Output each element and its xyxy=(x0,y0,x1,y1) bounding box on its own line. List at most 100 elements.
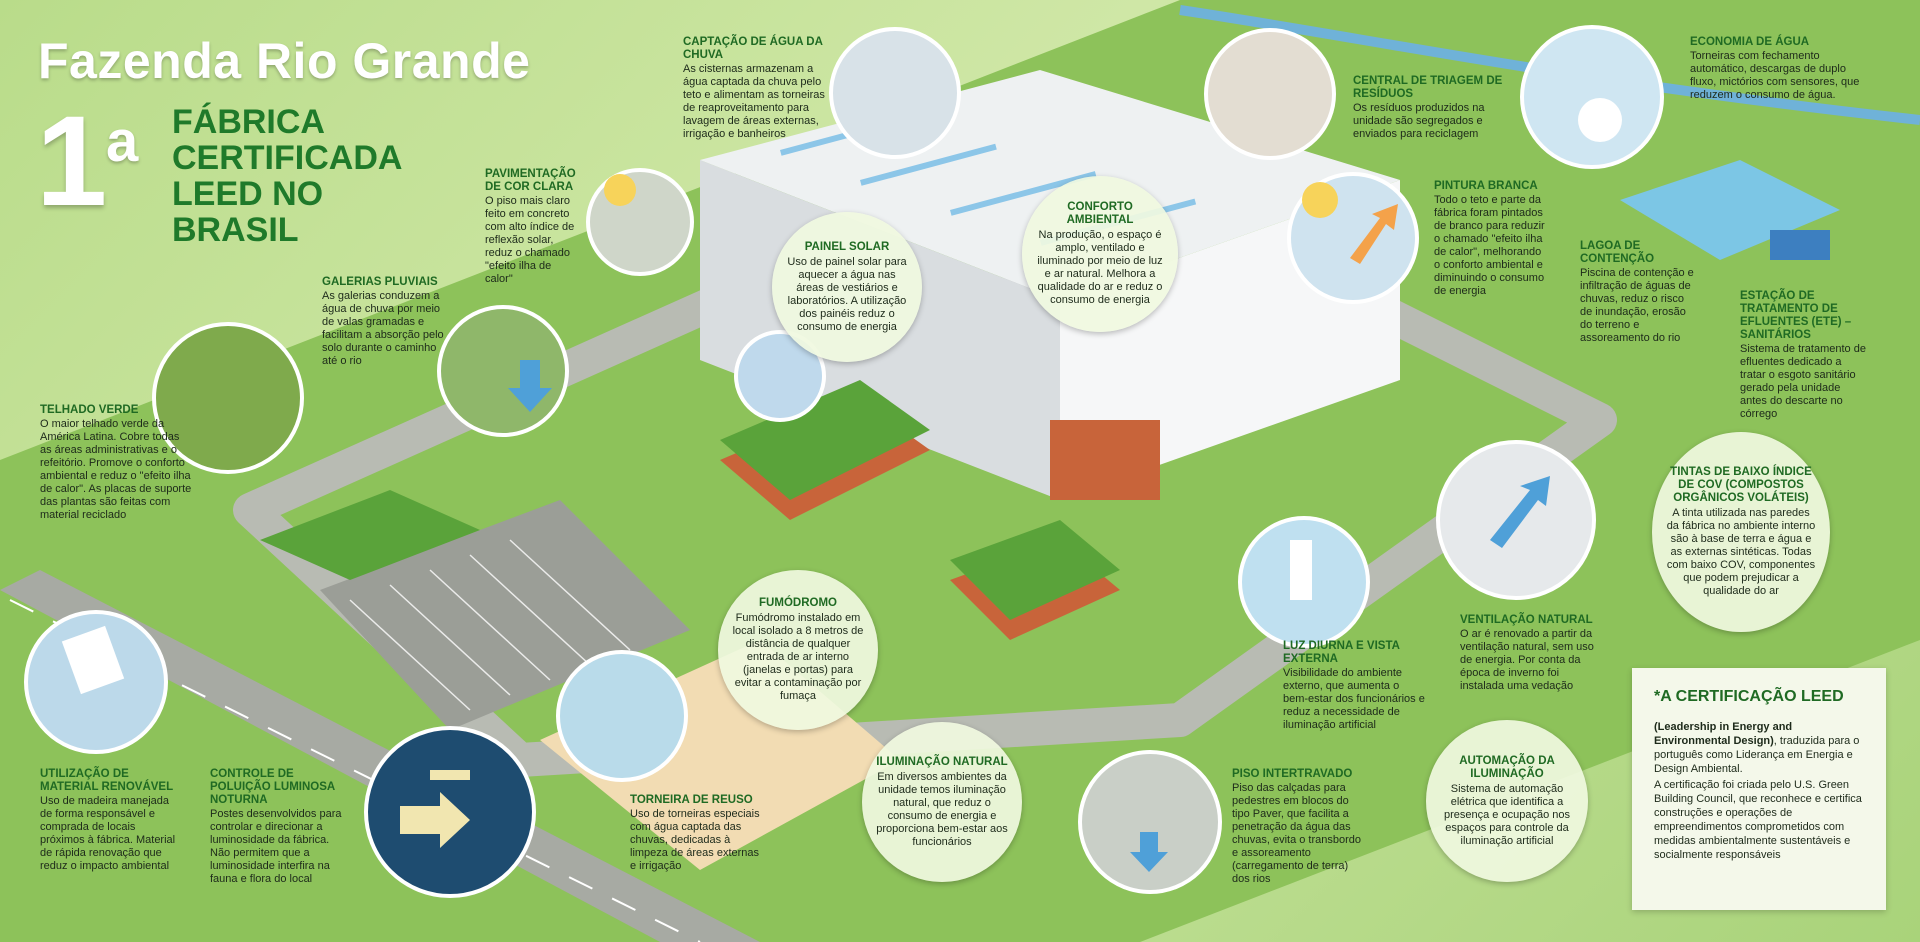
circle-title: ILUMINAÇÃO NATURAL xyxy=(876,755,1008,768)
label-body: Uso de madeira manejada de forma respons… xyxy=(40,795,176,872)
label-body: Os resíduos produzidos na unidade são se… xyxy=(1353,102,1485,140)
label-title: CONTROLE DE POLUIÇÃO LUMINOSA NOTURNA xyxy=(210,768,335,806)
highway-lane xyxy=(9,599,701,942)
highway xyxy=(0,570,760,942)
label-title: TELHADO VERDE xyxy=(40,404,139,416)
label-estacao: ESTAÇÃO DE TRATAMENTO DE EFLUENTES (ETE)… xyxy=(1740,290,1866,421)
circle-title: FUMÓDROMO xyxy=(759,597,837,609)
pavimentacao-circle xyxy=(586,168,694,276)
leed-translation: , traduzida para o português como Lidera… xyxy=(1654,735,1860,775)
label-body: Piso das calçadas para pedestres em bloc… xyxy=(1232,782,1362,885)
up-arrow-icon xyxy=(1490,476,1550,548)
circle-body: Sistema de automação elétrica que identi… xyxy=(1444,782,1570,847)
circle-title: CONFORTO AMBIENTAL xyxy=(1066,201,1134,226)
green-roof-office-2 xyxy=(950,520,1120,620)
circle-title: AUTOMAÇÃO DA ILUMINAÇÃO xyxy=(1459,754,1555,780)
label-central: CENTRAL DE TRIAGEM DE RESÍDUOS Os resídu… xyxy=(1353,75,1508,141)
page-subtitle: FÁBRICA CERTIFICADA LEED NO BRASIL xyxy=(172,104,472,248)
label-title: LAGOA DE CONTENÇÃO xyxy=(1580,240,1655,265)
label-luz: LUZ DIURNA E VISTA EXTERNA Visibilidade … xyxy=(1283,640,1427,732)
circle-conforto: CONFORTO AMBIENTAL Na produção, o espaço… xyxy=(1022,176,1178,332)
label-title: ECONOMIA DE ÁGUA xyxy=(1690,36,1810,48)
sun-icon xyxy=(1302,182,1338,218)
label-lagoa: LAGOA DE CONTENÇÃO Piscina de contenção … xyxy=(1580,240,1698,345)
circle-iluminacao: ILUMINAÇÃO NATURAL Em diversos ambientes… xyxy=(862,722,1022,882)
down-arrow-icon xyxy=(508,360,552,412)
gate-house-roof xyxy=(260,490,480,580)
leed-bold-term: (Leadership in Energy and Environmental … xyxy=(1654,721,1793,747)
ete-tanks xyxy=(1770,230,1830,260)
label-body: Piscina de contenção e infiltração de ág… xyxy=(1580,267,1694,344)
solar-small-circle xyxy=(734,330,826,422)
label-body: Uso de torneiras especiais com água capt… xyxy=(630,808,760,872)
label-title: CAPTAÇÃO DE ÁGUA DA CHUVA xyxy=(683,36,823,61)
parking-lines xyxy=(349,539,631,711)
label-controle: CONTROLE DE POLUIÇÃO LUMINOSA NOTURNA Po… xyxy=(210,768,342,886)
circle-body: Fumódromo instalado em local isolado a 8… xyxy=(732,612,864,702)
circle-fumodromo: FUMÓDROMO Fumódromo instalado em local i… xyxy=(718,570,878,730)
circle-painel-solar: PAINEL SOLAR Uso de painel solar para aq… xyxy=(772,212,922,362)
ranking-superscript: a xyxy=(106,109,139,174)
sun-arrow-icon xyxy=(1350,204,1398,264)
label-title: LUZ DIURNA E VISTA EXTERNA xyxy=(1283,640,1400,665)
label-title: UTILIZAÇÃO DE MATERIAL RENOVÁVEL xyxy=(40,768,174,793)
circle-title: TINTAS DE BAIXO ÍNDICE DE COV (COMPOSTOS… xyxy=(1670,466,1812,504)
label-body: O piso mais claro feito em concreto com … xyxy=(485,195,575,285)
label-pintura: PINTURA BRANCA Todo o teto e parte da fá… xyxy=(1434,180,1550,298)
label-body: Visibilidade do ambiente externo, que au… xyxy=(1283,667,1425,731)
green-roof-office xyxy=(720,380,930,500)
galerias-circle xyxy=(437,305,569,437)
label-body: Torneiras com fechamento automático, des… xyxy=(1690,50,1860,101)
economia-circle xyxy=(1520,25,1664,169)
circle-body: Na produção, o espaço é amplo, ventilado… xyxy=(1037,229,1163,306)
label-title: GALERIAS PLUVIAIS xyxy=(322,276,438,288)
down-arrow-icon-piso xyxy=(1130,832,1168,872)
ranking-number: 1 xyxy=(36,90,108,233)
leed-heading: *A CERTIFICAÇÃO LEED xyxy=(1654,688,1844,705)
lagoon xyxy=(1620,160,1840,260)
label-ventilacao: VENTILAÇÃO NATURAL O ar é renovado a par… xyxy=(1460,614,1596,693)
factory-brick-band xyxy=(1050,420,1160,500)
woman-figure xyxy=(1290,540,1312,600)
right-arrow-icon xyxy=(400,792,470,848)
label-telhado: TELHADO VERDE O maior telhado verde da A… xyxy=(40,404,192,522)
label-title: CENTRAL DE TRIAGEM DE RESÍDUOS xyxy=(1353,75,1503,100)
toilet-icon xyxy=(1578,98,1622,142)
label-body: As cisternas armazenam a água captada da… xyxy=(683,63,825,140)
label-economia: ECONOMIA DE ÁGUA Torneiras com fechament… xyxy=(1690,36,1866,102)
captacao-circle xyxy=(829,27,961,159)
label-title: PISO INTERTRAVADO xyxy=(1232,768,1353,780)
label-body: O ar é renovado a partir da ventilação n… xyxy=(1460,628,1594,692)
label-body: O maior telhado verde da América Latina.… xyxy=(40,418,192,521)
river xyxy=(1179,5,1920,125)
circle-body: Uso de painel solar para aquecer a água … xyxy=(787,255,907,333)
subtitle-line: BRASIL xyxy=(172,211,299,249)
label-title: VENTILAÇÃO NATURAL xyxy=(1460,614,1593,626)
sun-icon-pav xyxy=(604,174,636,206)
subtitle-line: CERTIFICADA xyxy=(172,139,403,177)
parking-lot xyxy=(320,500,690,730)
leed-paragraph: (Leadership in Energy and Environmental … xyxy=(1654,720,1864,776)
subtitle-line: FÁBRICA xyxy=(172,103,325,141)
label-title: PAVIMENTAÇÃO DE COR CLARA xyxy=(485,168,576,193)
label-pavimentacao: PAVIMENTAÇÃO DE COR CLARA O piso mais cl… xyxy=(485,168,581,286)
central-circle xyxy=(1204,28,1336,160)
leed-info-box: *A CERTIFICAÇÃO LEED (Leadership in Ener… xyxy=(1632,668,1886,910)
circle-body: A tinta utilizada nas paredes da fábrica… xyxy=(1666,507,1816,597)
label-torneira: TORNEIRA DE REUSO Uso de torneiras espec… xyxy=(630,794,760,873)
label-title: TORNEIRA DE REUSO xyxy=(630,794,753,806)
piso-circle xyxy=(1078,750,1222,894)
circle-tintas: TINTAS DE BAIXO ÍNDICE DE COV (COMPOSTOS… xyxy=(1652,432,1830,632)
label-body: Sistema de tratamento de efluentes dedic… xyxy=(1740,343,1866,420)
circle-title: PAINEL SOLAR xyxy=(804,240,890,253)
label-piso: PISO INTERTRAVADO Piso das calçadas para… xyxy=(1232,768,1364,886)
certificate-icon xyxy=(61,625,125,695)
label-title: PINTURA BRANCA xyxy=(1434,180,1538,192)
leed-description: A certificação foi criada pelo U.S. Gree… xyxy=(1654,779,1862,861)
label-body: As galerias conduzem a água de chuva por… xyxy=(322,290,444,367)
label-title: ESTAÇÃO DE TRATAMENTO DE EFLUENTES (ETE)… xyxy=(1740,290,1852,341)
circle-body: Em diversos ambientes da unidade temos i… xyxy=(876,770,1008,848)
label-utilizacao: UTILIZAÇÃO DE MATERIAL RENOVÁVEL Uso de … xyxy=(40,768,180,873)
label-galerias: GALERIAS PLUVIAIS As galerias conduzem a… xyxy=(322,276,450,368)
